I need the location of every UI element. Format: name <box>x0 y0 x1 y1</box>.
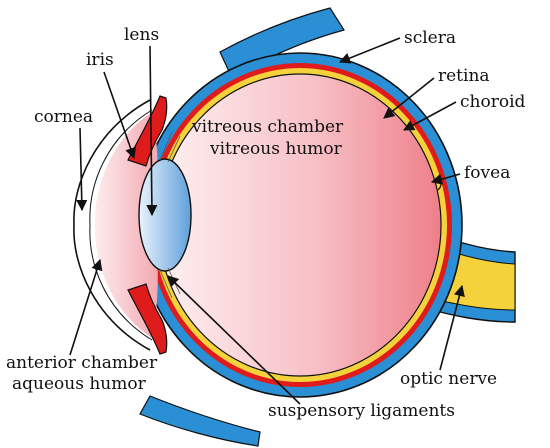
arrow-optic-nerve <box>439 284 465 371</box>
label-fovea: fovea <box>464 163 510 183</box>
suspensory-ligament-lines <box>159 131 181 299</box>
label-choroid: choroid <box>460 92 526 112</box>
arrow-iris <box>103 71 136 160</box>
label-suspensory-ligaments: suspensory ligaments <box>268 401 455 421</box>
lens-shape <box>138 158 192 272</box>
lower-eye-muscle <box>139 395 261 447</box>
label-optic-nerve: optic nerve <box>400 369 497 389</box>
label-retina: retina <box>438 66 490 86</box>
label-anterior-chamber: anterior chamber <box>6 353 158 373</box>
arrow-retina <box>383 77 435 119</box>
arrow-fovea <box>430 173 461 185</box>
arrow-choroid <box>403 101 457 131</box>
arrow-anterior-chamber <box>69 258 103 356</box>
cornea-inner <box>89 109 153 341</box>
label-lens: lens <box>124 25 159 45</box>
label-iris: iris <box>86 50 114 70</box>
iris-upper <box>127 95 168 167</box>
arrow-cornea <box>76 127 88 212</box>
anterior-chamber <box>94 112 158 338</box>
arrow-suspensory-ligaments <box>167 275 301 405</box>
label-cornea: cornea <box>34 107 93 127</box>
label-aqueous-humor: aqueous humor <box>12 374 147 394</box>
iris-lower <box>127 283 168 355</box>
label-vitreous-humor: vitreous humor <box>209 139 343 159</box>
label-vitreous-chamber: vitreous chamber <box>191 117 344 137</box>
label-sclera: sclera <box>404 28 456 48</box>
pointer-arrows <box>69 37 465 405</box>
arrow-sclera <box>338 37 401 64</box>
arrow-lens <box>146 45 158 217</box>
